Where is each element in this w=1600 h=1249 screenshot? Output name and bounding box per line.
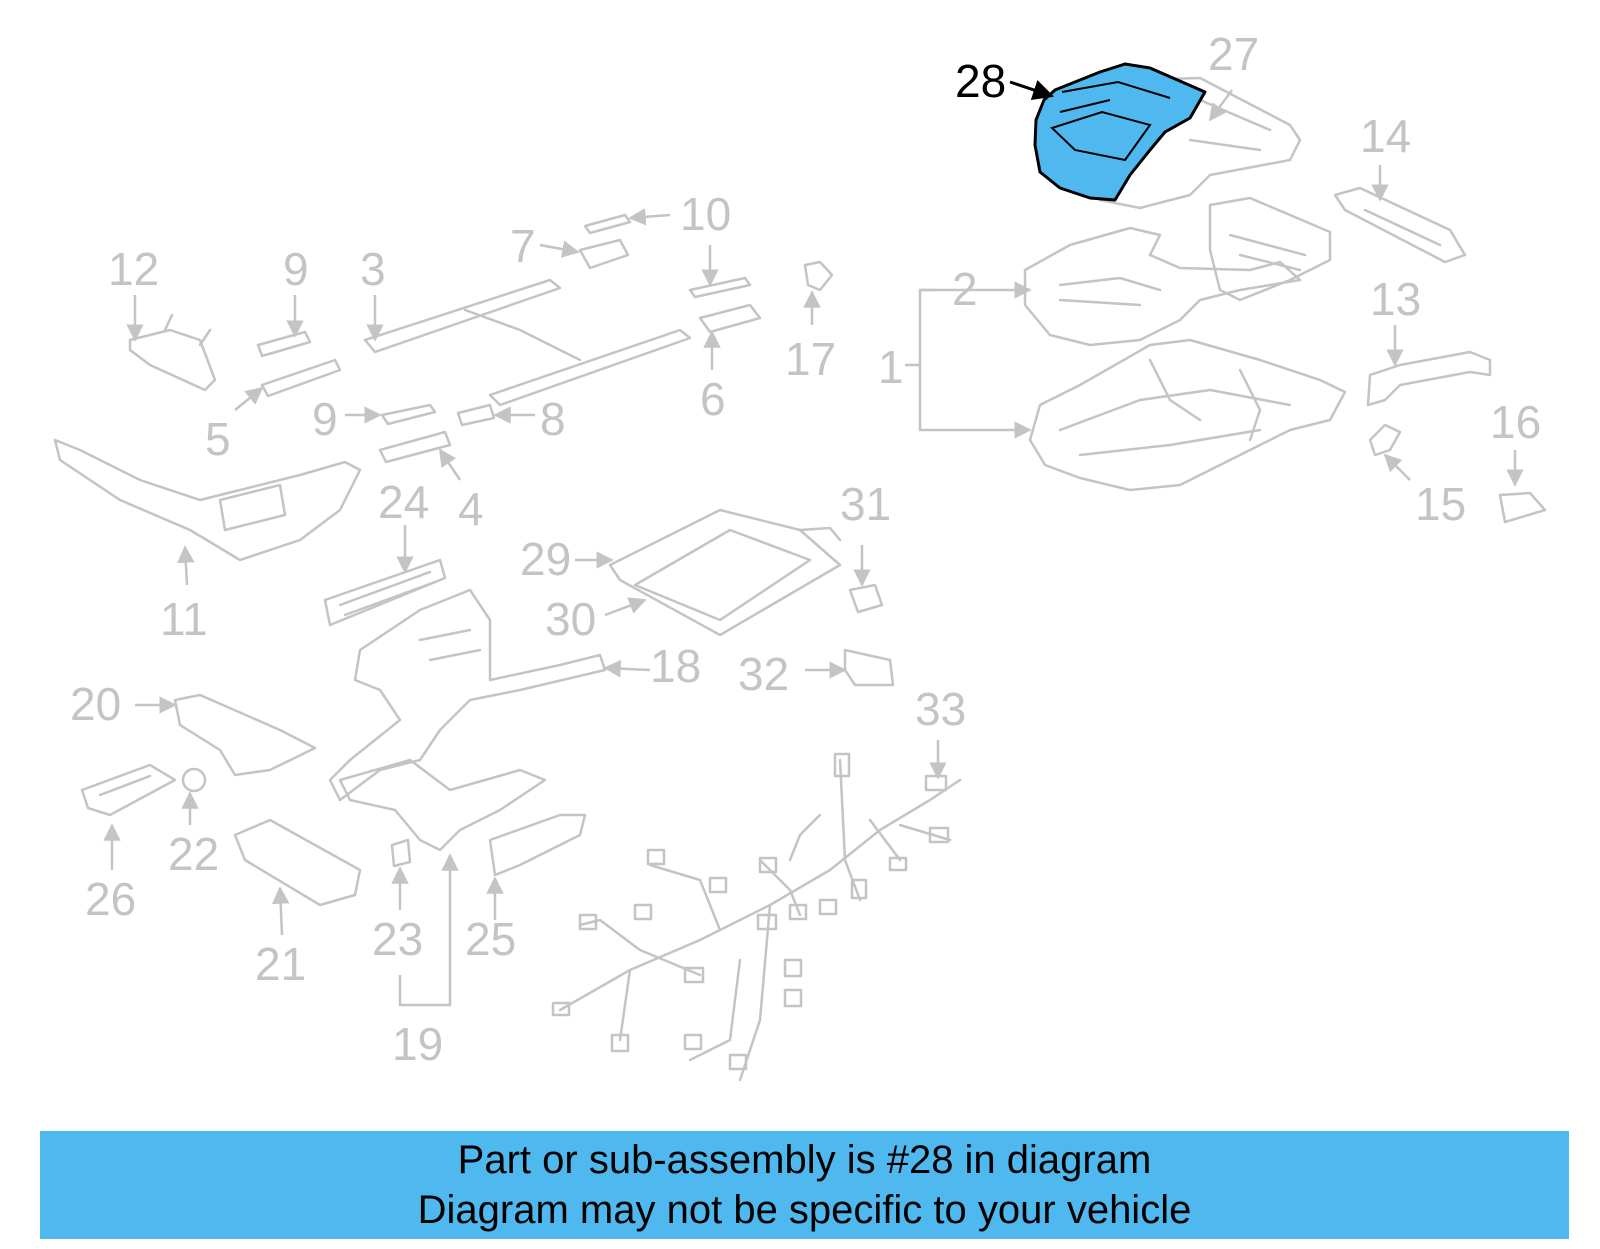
callout-14: 14 (1360, 110, 1411, 162)
part-seat-bracket (1208, 196, 1332, 302)
part-6 (698, 303, 762, 334)
callout-27: 27 (1208, 28, 1259, 80)
callout-25: 25 (465, 913, 516, 965)
part-14 (1333, 186, 1467, 264)
callout-21: 21 (255, 938, 306, 990)
info-banner: Part or sub-assembly is #28 in diagram D… (40, 1131, 1569, 1239)
callout-31: 31 (840, 478, 891, 530)
part-26 (80, 763, 177, 817)
callout-10: 10 (680, 188, 731, 240)
part-18-frame (328, 588, 607, 802)
callout-3: 3 (360, 243, 386, 295)
part-10 (583, 213, 632, 235)
part-8 (456, 403, 496, 427)
callout-24: 24 (378, 476, 429, 528)
callout-9-upper: 9 (283, 243, 309, 295)
callout-labels: 1 2 3 4 5 6 7 8 9 9 10 11 12 13 14 15 16… (70, 28, 1541, 1070)
part-25 (488, 813, 587, 877)
callout-20: 20 (70, 678, 121, 730)
callout-22: 22 (168, 828, 219, 880)
part-23 (390, 838, 412, 868)
callout-9-lower: 9 (312, 393, 338, 445)
callout-7: 7 (510, 220, 536, 272)
part-28-highlighted[interactable] (1033, 62, 1207, 202)
part-16 (1498, 491, 1547, 524)
part-7 (578, 238, 630, 270)
part-10b (688, 276, 752, 299)
callout-29: 29 (520, 533, 571, 585)
part-2-seat-pan (1023, 226, 1302, 347)
part-17 (803, 260, 834, 292)
part-13 (1366, 350, 1492, 407)
part-9-upper (256, 330, 312, 358)
leader-28 (1009, 80, 1054, 100)
leader-lines (103, 89, 1524, 1007)
part-15 (1368, 423, 1402, 457)
part-31 (848, 583, 884, 614)
callout-18: 18 (650, 640, 701, 692)
callout-30: 30 (545, 593, 596, 645)
part-20 (173, 693, 317, 777)
part-24 (323, 558, 447, 627)
callout-13: 13 (1370, 273, 1421, 325)
callout-23: 23 (372, 913, 423, 965)
callout-6: 6 (700, 373, 726, 425)
part-33-harness (551, 752, 962, 1082)
part-3-track (363, 278, 692, 407)
callout-4: 4 (458, 483, 484, 535)
part-29-30-mat (608, 508, 842, 637)
part-19-base (338, 758, 547, 852)
part-12 (128, 313, 217, 392)
banner-line-2: Diagram may not be specific to your vehi… (417, 1188, 1192, 1232)
banner-line-1: Part or sub-assembly is #28 in diagram (457, 1138, 1152, 1182)
part-22 (181, 767, 207, 793)
callout-1: 1 (878, 341, 904, 393)
part-9-lower (380, 403, 437, 426)
callout-33: 33 (915, 683, 966, 735)
callout-17: 17 (785, 333, 836, 385)
callout-11: 11 (160, 593, 208, 645)
callout-8: 8 (540, 393, 566, 445)
part-32 (843, 648, 895, 687)
callout-2: 2 (952, 263, 978, 315)
callout-15: 15 (1415, 478, 1466, 530)
part-1-frame (1028, 338, 1347, 492)
callout-16: 16 (1490, 396, 1541, 448)
part-4 (378, 430, 452, 464)
part-21 (233, 818, 362, 907)
part-5 (260, 358, 342, 398)
part-11-trim (53, 438, 362, 562)
callout-19: 19 (392, 1018, 443, 1070)
callout-32: 32 (738, 648, 789, 700)
callout-28: 28 (955, 55, 1006, 107)
callout-12: 12 (108, 243, 159, 295)
callout-26: 26 (85, 873, 136, 925)
callout-5: 5 (205, 413, 231, 465)
